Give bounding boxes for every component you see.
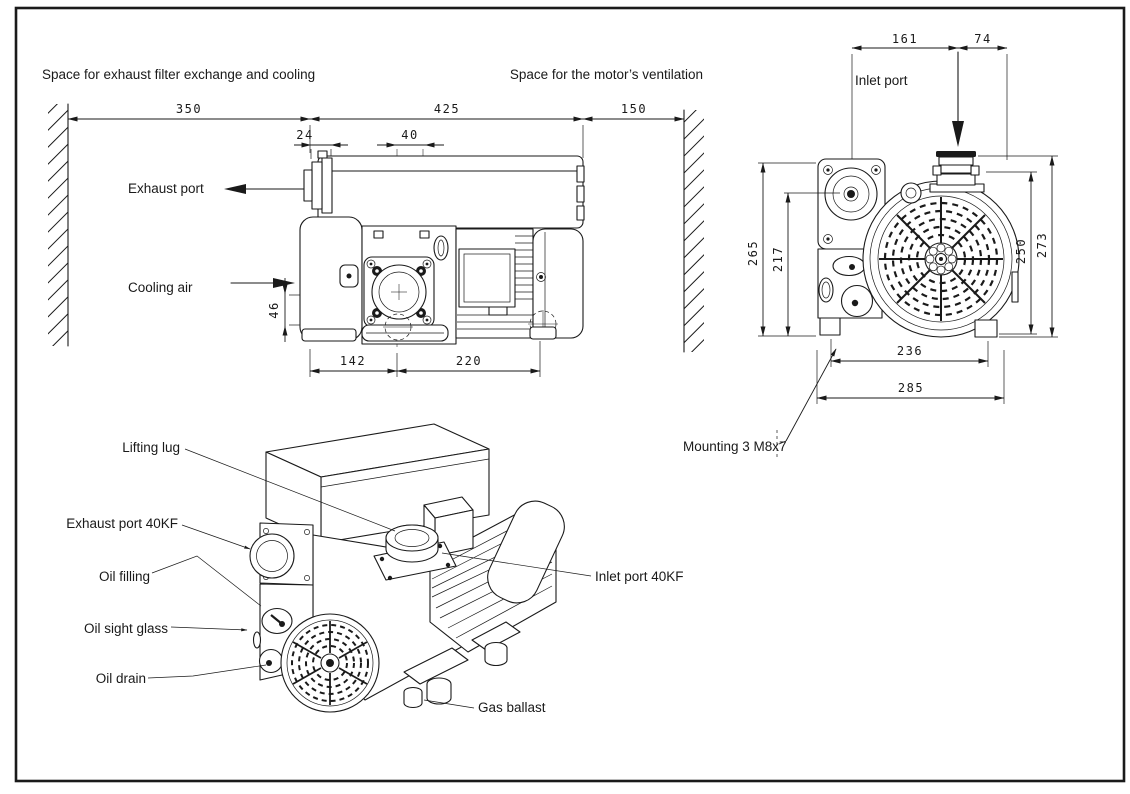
iso-motor-end-bell bbox=[487, 500, 565, 604]
dim-chain-inlet: 161 74 bbox=[851, 32, 1008, 160]
cooling-air-callout: Cooling air bbox=[128, 278, 295, 295]
dim-285-label: 285 bbox=[898, 381, 924, 395]
oil-drain-face bbox=[818, 277, 834, 303]
dim-24-label: 24 bbox=[296, 128, 313, 142]
dim-217: 217 bbox=[771, 192, 840, 337]
terminal-box bbox=[458, 248, 516, 308]
dim-236-label: 236 bbox=[897, 344, 923, 358]
dim-40-label: 40 bbox=[401, 128, 418, 142]
front-view: 161 74 Inlet port bbox=[683, 32, 1058, 458]
inlet-flow-arrow-icon bbox=[952, 121, 964, 147]
label-lifting-lug: Lifting lug bbox=[122, 440, 180, 455]
iso-front-foot bbox=[403, 647, 469, 709]
lifting-lug-front bbox=[900, 182, 922, 204]
dim-220-label: 220 bbox=[456, 354, 482, 368]
dim-chain-top: 350 425 150 bbox=[67, 102, 685, 158]
dim-273-label: 273 bbox=[1035, 232, 1049, 258]
wall-right-hatch bbox=[683, 109, 704, 353]
dim-46-label: 46 bbox=[267, 301, 281, 318]
page-border bbox=[14, 6, 1126, 783]
side-view: 350 425 150 24 40 Exhaus bbox=[48, 102, 704, 377]
exhaust-filter-box bbox=[317, 155, 584, 229]
label-gas-ballast: Gas ballast bbox=[478, 700, 546, 715]
foot-rear bbox=[529, 326, 557, 340]
motor-end-bell bbox=[532, 228, 584, 339]
side-view-pump bbox=[299, 150, 585, 345]
dim-161-label: 161 bbox=[892, 32, 918, 46]
exhaust-silencer-cap bbox=[303, 150, 333, 214]
front-foot-right bbox=[974, 319, 998, 338]
iso-oil-sight-glass bbox=[252, 631, 262, 649]
label-exhaust-port: Exhaust port bbox=[128, 181, 204, 196]
label-mounting: Mounting 3 M8x7 bbox=[683, 439, 787, 454]
iso-foot-rear-plate bbox=[471, 621, 521, 651]
iso-view: Lifting lug Exhaust port 40KF Oil fillin… bbox=[66, 423, 684, 715]
front-foot-left bbox=[819, 317, 841, 336]
label-cooling-air: Cooling air bbox=[128, 280, 193, 295]
front-flange bbox=[363, 256, 435, 328]
dim-425: 425 bbox=[434, 102, 460, 116]
label-oil-filling: Oil filling bbox=[99, 569, 150, 584]
fan-spokes bbox=[879, 197, 1003, 321]
front-exhaust-housing bbox=[817, 158, 886, 250]
dim-265: 265 bbox=[746, 162, 816, 337]
exhaust-arrow-icon bbox=[224, 184, 246, 194]
cooling-air-arrow-icon bbox=[273, 278, 295, 288]
label-exhaust-port-40kf: Exhaust port 40KF bbox=[66, 516, 178, 531]
iso-callouts: Lifting lug Exhaust port 40KF Oil fillin… bbox=[66, 440, 683, 715]
mounting-callout: Mounting 3 M8x7 bbox=[683, 348, 837, 458]
iso-fan bbox=[280, 613, 380, 713]
iso-head bbox=[249, 522, 314, 681]
gas-ballast-knob bbox=[403, 686, 423, 709]
annotation-space-right: Space for the motor’s ventilation bbox=[510, 67, 703, 82]
dim-150: 150 bbox=[621, 102, 647, 116]
dim-46: 46 bbox=[267, 278, 305, 342]
foot-front bbox=[301, 328, 357, 342]
dim-250-label: 250 bbox=[1014, 238, 1028, 264]
dim-chain-bottom: 142 220 bbox=[309, 341, 541, 377]
label-oil-drain: Oil drain bbox=[96, 671, 146, 686]
dim-285: 285 bbox=[816, 350, 1005, 404]
motor-side bbox=[455, 228, 584, 339]
dim-236: 236 bbox=[830, 339, 989, 367]
label-oil-sight-glass: Oil sight glass bbox=[84, 621, 168, 636]
exhaust-port-callout: Exhaust port bbox=[128, 181, 309, 196]
dim-142-label: 142 bbox=[340, 354, 366, 368]
annotation-space-left: Space for exhaust filter exchange and co… bbox=[42, 67, 315, 82]
label-inlet-port: Inlet port bbox=[855, 73, 908, 88]
iso-inlet-port bbox=[373, 524, 457, 581]
hub-bolts bbox=[925, 243, 957, 275]
front-inlet-port bbox=[929, 151, 985, 193]
dim-273: 273 bbox=[978, 155, 1058, 338]
label-inlet-port-40kf: Inlet port 40KF bbox=[595, 569, 684, 584]
dim-250: 250 bbox=[986, 171, 1037, 335]
dim-350: 350 bbox=[176, 102, 202, 116]
front-fan-housing bbox=[862, 180, 1020, 338]
wall-left-hatch bbox=[48, 103, 69, 347]
dim-74-label: 74 bbox=[974, 32, 991, 46]
dim-217-label: 217 bbox=[771, 246, 785, 272]
iso-fan-spokes bbox=[292, 621, 368, 705]
oil-filling-face bbox=[832, 255, 866, 277]
dim-265-label: 265 bbox=[746, 240, 760, 266]
